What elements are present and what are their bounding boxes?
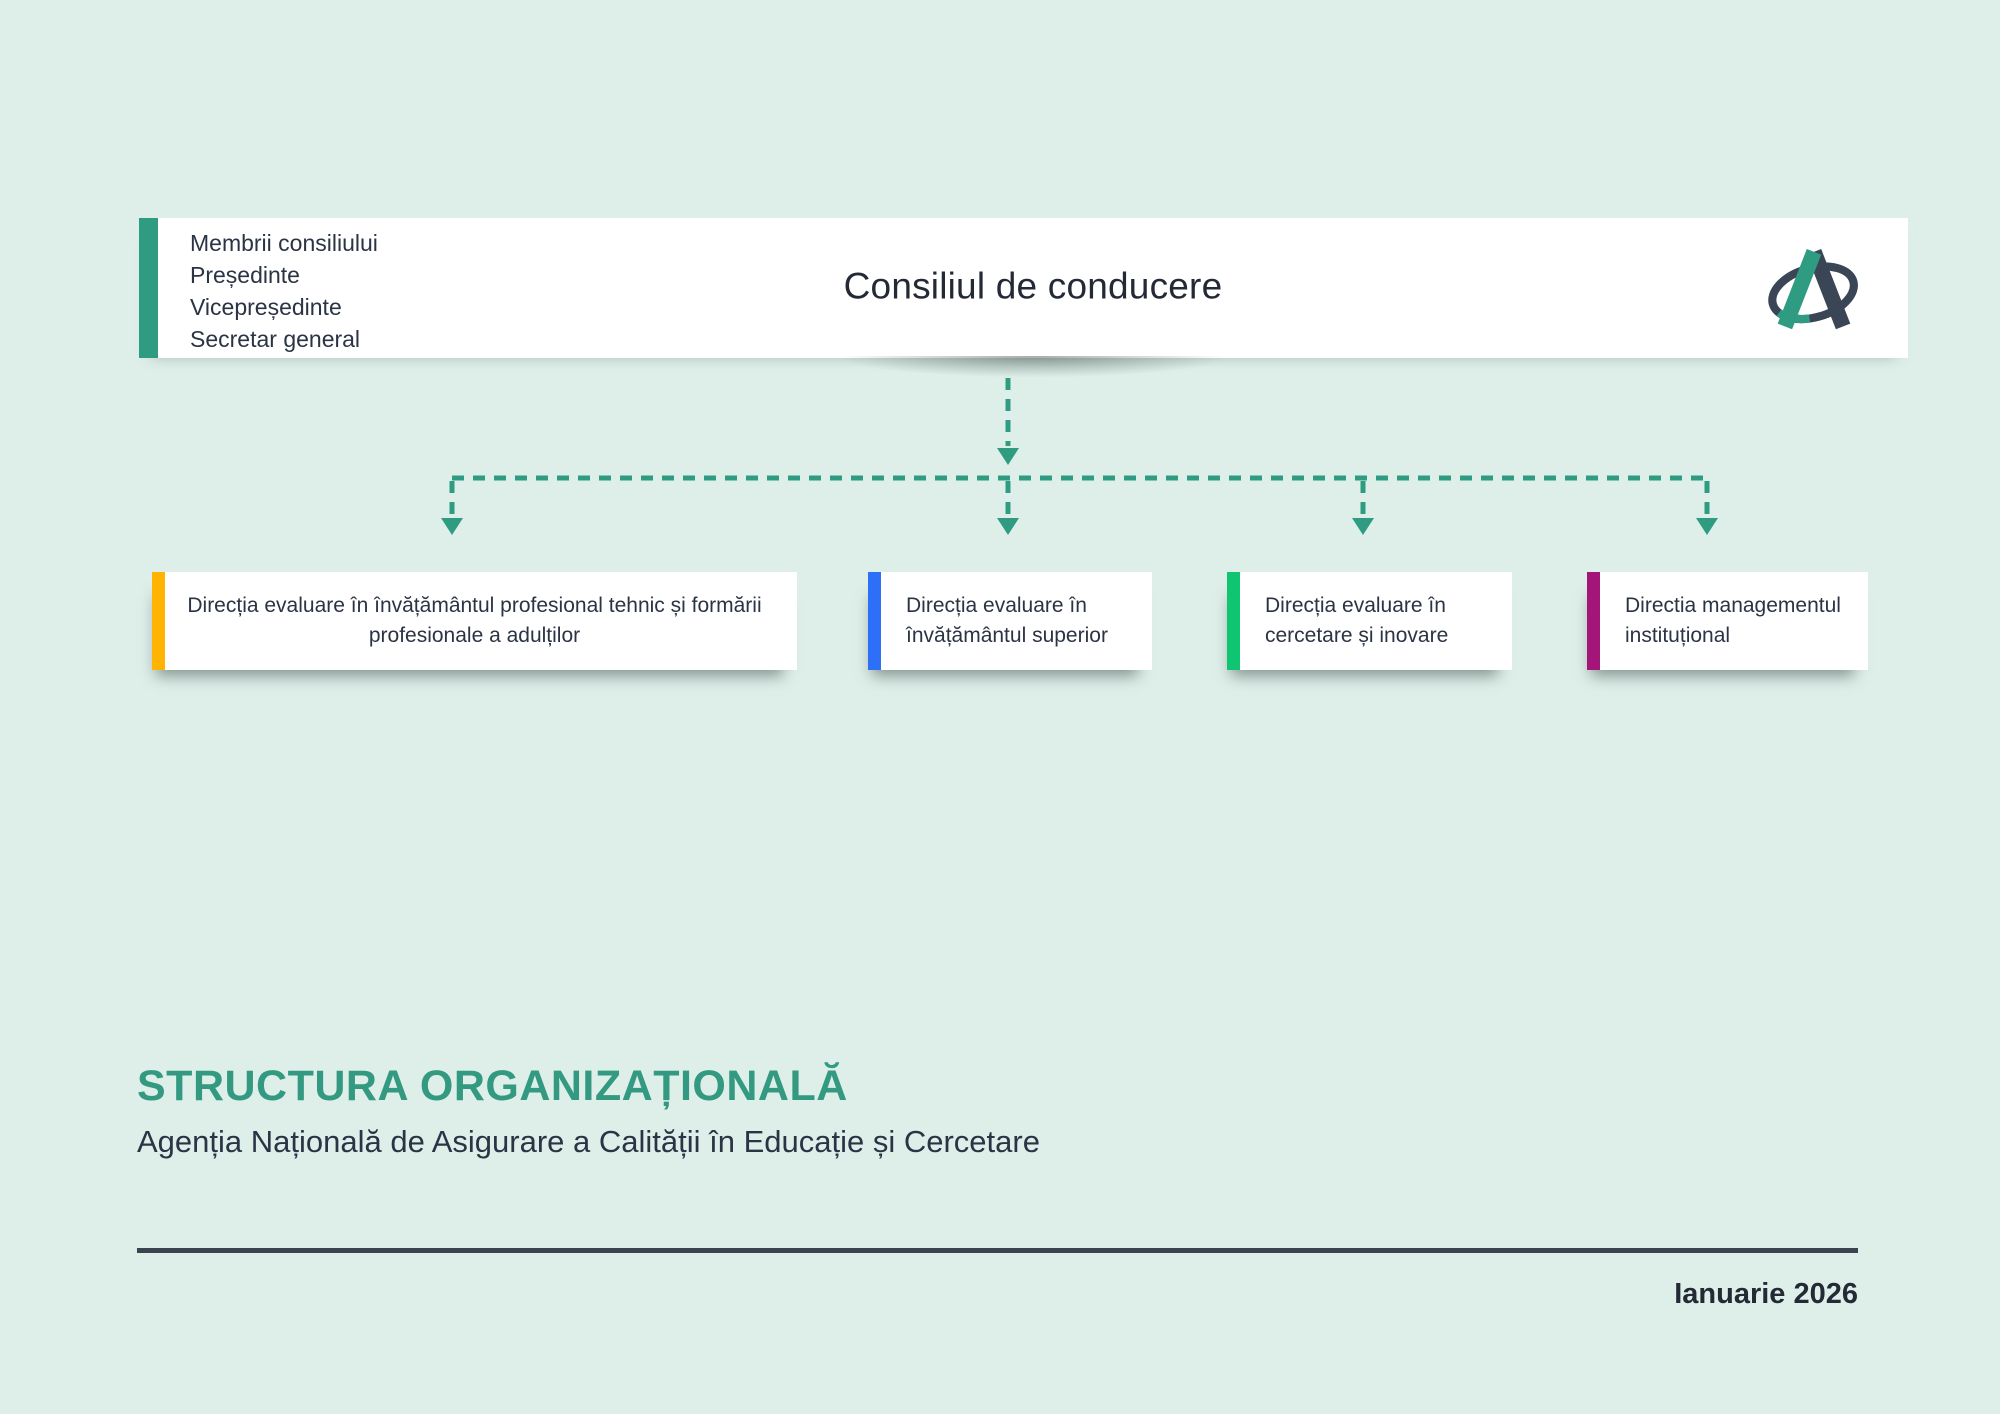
- department-accent-bar: [1227, 572, 1240, 670]
- page-subtitle: Agenția Națională de Asigurare a Calităț…: [137, 1124, 1040, 1159]
- date-label: Ianuarie 2026: [1674, 1278, 1858, 1310]
- footer-block: STRUCTURA ORGANIZAȚIONALĂ Agenția Națion…: [137, 1062, 1040, 1160]
- department-label: Direcția evaluare în cercetare și inovar…: [1265, 594, 1449, 647]
- board-member-item: Membrii consiliului: [190, 230, 378, 256]
- board-member-item: Secretar general: [190, 326, 361, 352]
- department-label: Direcția evaluare în învățământul superi…: [906, 594, 1108, 647]
- department-label: Direcția evaluare în învățământul profes…: [187, 594, 762, 647]
- footer-divider: [137, 1248, 1858, 1253]
- page-title: STRUCTURA ORGANIZAȚIONALĂ: [137, 1062, 848, 1110]
- department-card: Direcția evaluare în învățământul profes…: [152, 572, 797, 670]
- department-card: Direcția evaluare în cercetare și inovar…: [1227, 572, 1512, 670]
- department-card: Directia managementul instituțional: [1587, 572, 1868, 670]
- department-accent-bar: [152, 572, 165, 670]
- department-accent-bar: [1587, 572, 1600, 670]
- board-member-item: Vicepreședinte: [190, 294, 342, 320]
- department-accent-bar: [868, 572, 881, 670]
- board-title: Consiliul de conducere: [843, 265, 1223, 307]
- department-label: Directia managementul instituțional: [1625, 594, 1841, 647]
- department-card: Direcția evaluare în învățământul superi…: [868, 572, 1152, 670]
- agency-logo-icon: [1764, 241, 1864, 336]
- board-member-item: Președinte: [190, 262, 300, 288]
